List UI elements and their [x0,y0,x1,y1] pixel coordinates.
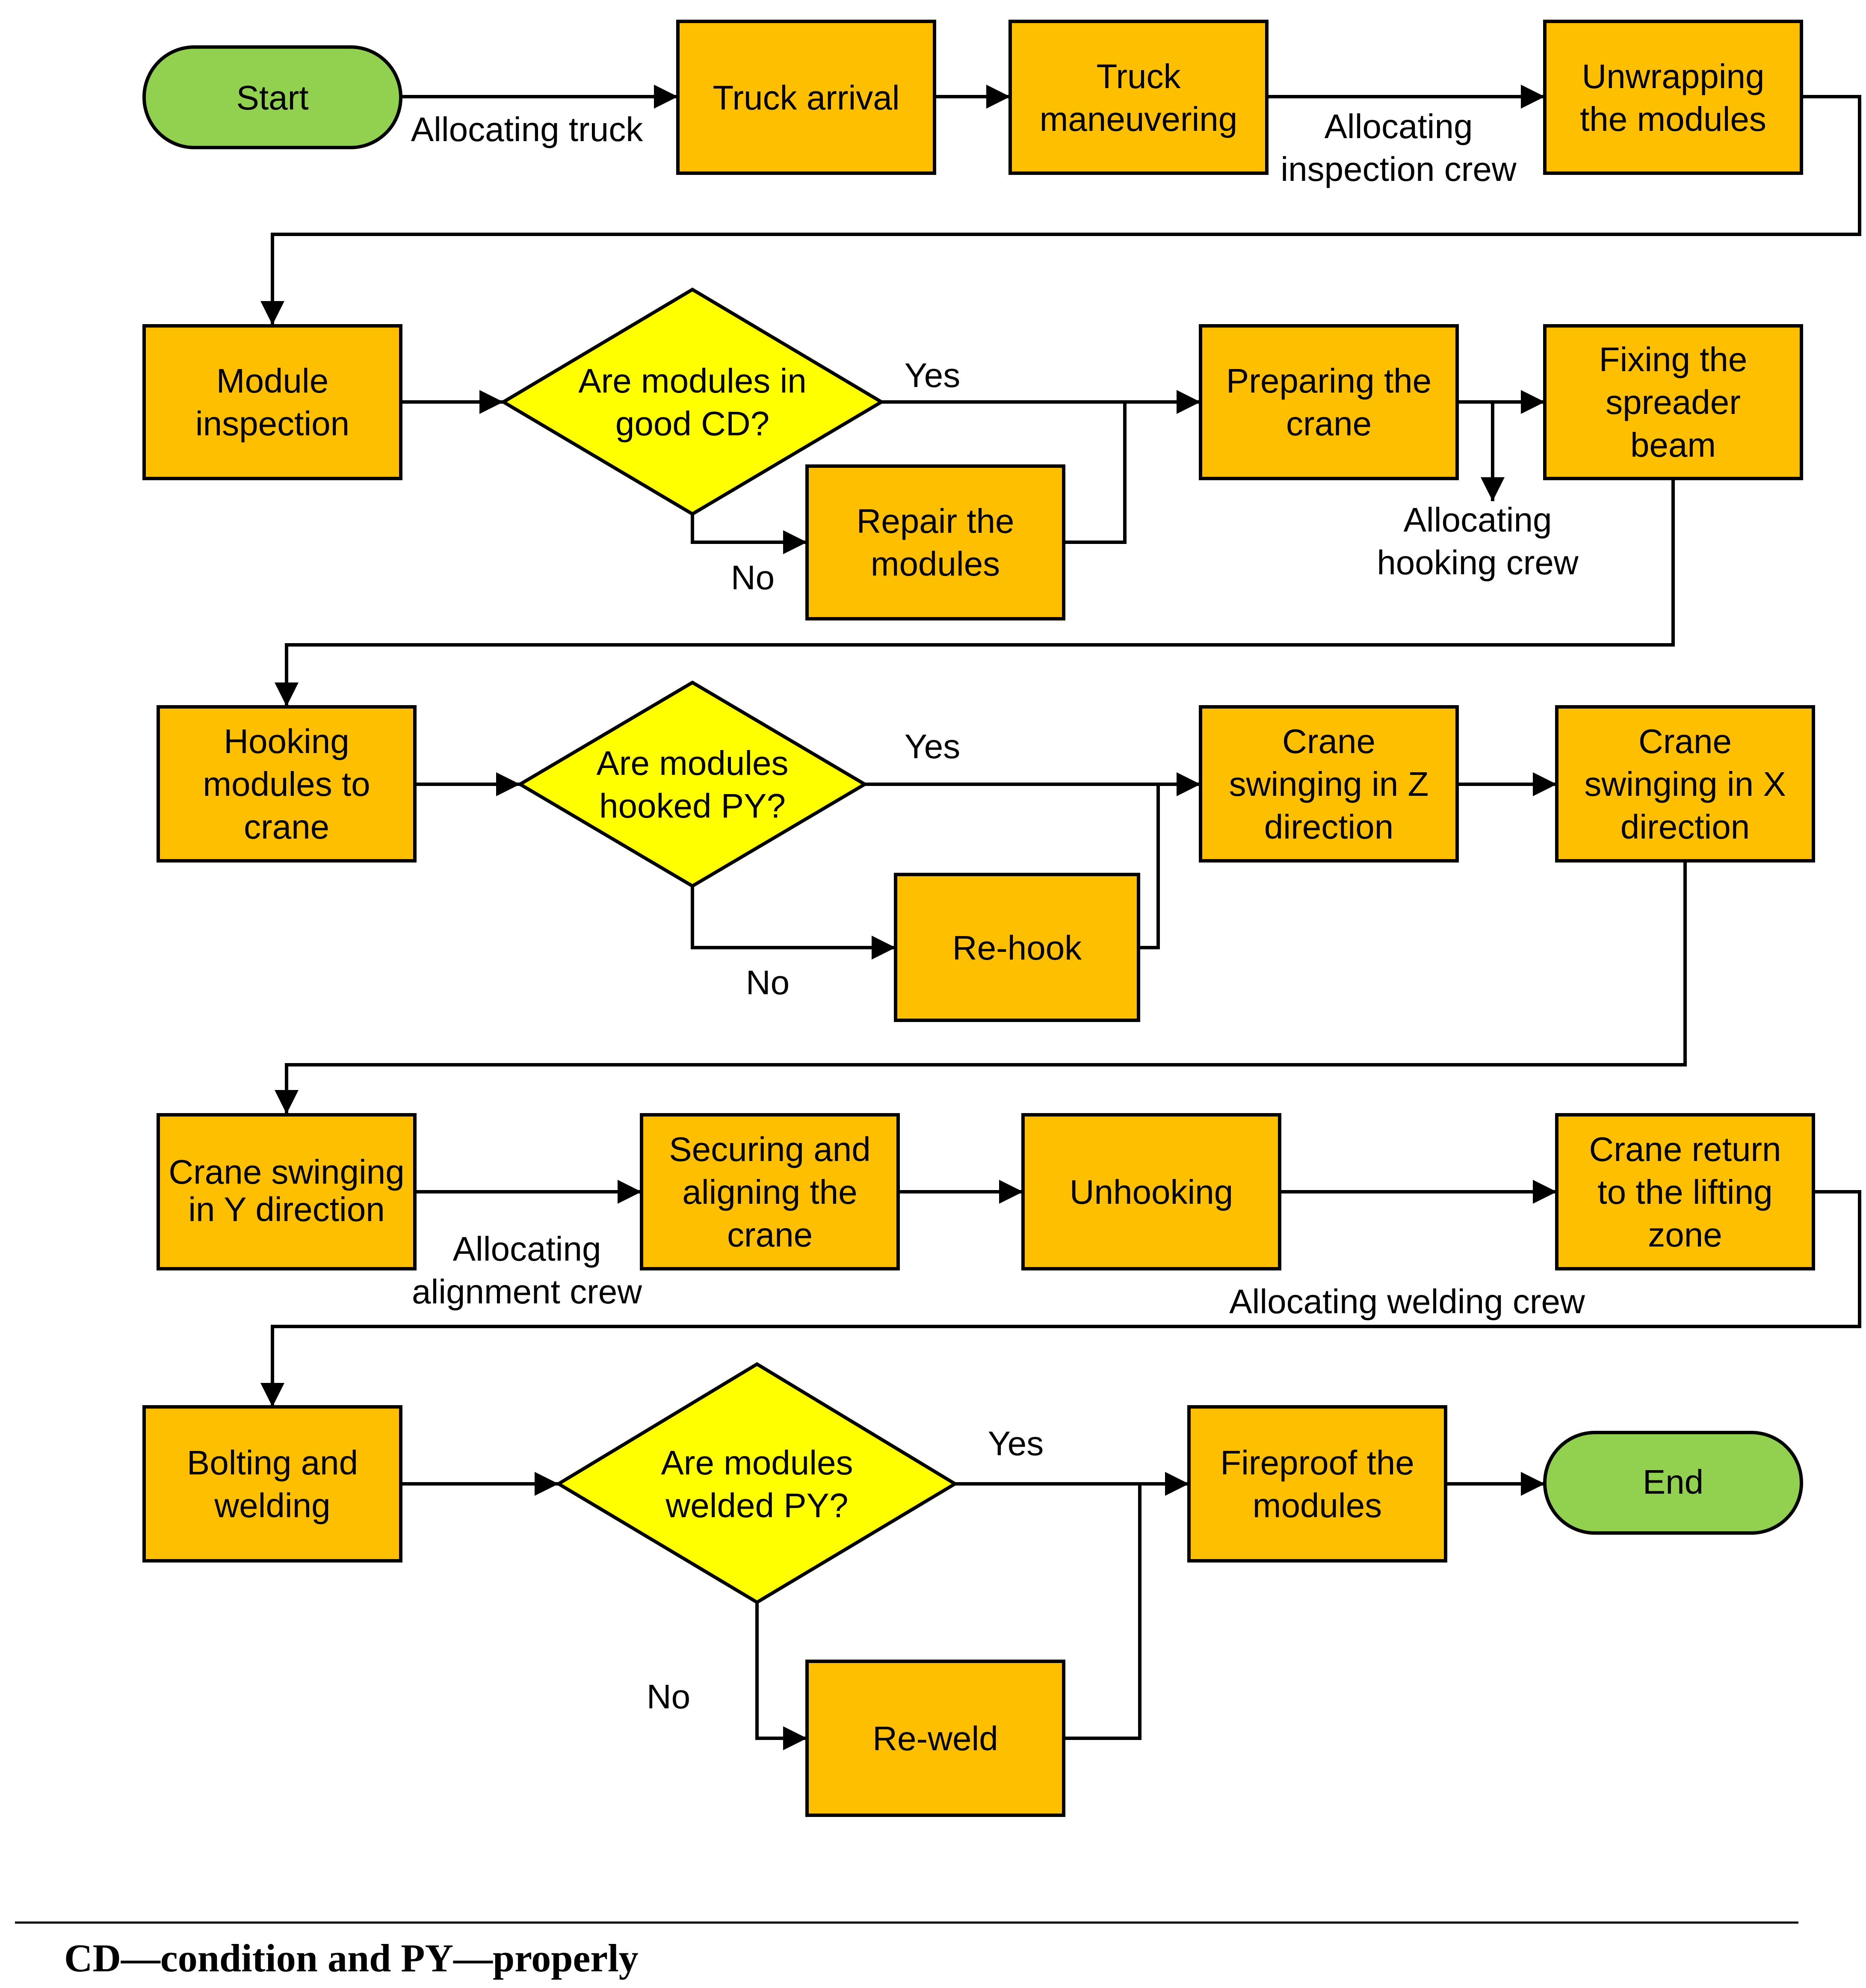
yes-label-1: Yes [905,356,961,394]
end-label: End [1643,1463,1703,1501]
no-label-1: No [731,558,775,597]
start-terminal [142,45,402,149]
nodes [142,20,1815,1817]
unhooking-label: Unhooking [1070,1173,1233,1211]
fireproof-box [1187,1405,1447,1563]
edge-decision-no-to-reweld [755,1602,807,1750]
bolting-box [142,1405,402,1563]
unwrapping-box [1543,20,1803,175]
repair-box [805,464,1065,620]
truck-arrival-box [676,20,936,175]
decision-condition-diamond [500,287,885,516]
module-inspection-box [142,324,402,480]
connectors [260,85,1861,1750]
reweld-box [805,1660,1065,1817]
edge-rehook-to-swing-z [1139,784,1160,949]
unhooking-box [1021,1113,1281,1270]
swing-x-box [1555,705,1815,863]
decision-hooked-diamond [517,680,868,888]
fixing-spreader-box [1543,324,1803,480]
hooking-box [157,705,417,863]
truck-arrival-label: Truck arrival [713,79,899,117]
edge-decision-no-to-rehook [691,886,896,960]
allocating-welding-label: Allocating welding crew [1229,1282,1585,1320]
swing-y-box [157,1113,417,1270]
edge-decision-no-to-repair [691,514,807,554]
crane-return-box [1555,1113,1815,1270]
edge-return-to-bolting [260,1190,1861,1407]
no-label-2: No [746,963,790,1001]
start-label: Start [237,79,309,117]
end-terminal [1543,1431,1803,1535]
no-label-3: No [647,1678,690,1716]
edge-spreader-to-hooking [275,479,1675,706]
edge-reweld-to-fireproof [1064,1484,1141,1740]
preparing-crane-box [1199,324,1459,480]
rehook-box [894,873,1140,1022]
decision-welded-diamond [555,1362,958,1604]
rehook-label: Re-hook [952,929,1082,967]
edge-unwrapping-to-inspection [260,95,1861,325]
yes-label-2: Yes [905,727,961,765]
allocating-truck-label: Allocating truck [411,110,643,148]
truck-maneuvering-box [1008,20,1269,175]
securing-box [640,1113,900,1270]
edge-swing-x-to-swing-y [275,863,1687,1114]
swing-z-box [1199,705,1459,863]
edge-repair-to-preparing [1064,402,1127,544]
footnote-text: CD—condition and PY—properly [64,1936,639,1980]
reweld-label: Re-weld [872,1719,998,1758]
yes-label-3: Yes [988,1424,1044,1462]
